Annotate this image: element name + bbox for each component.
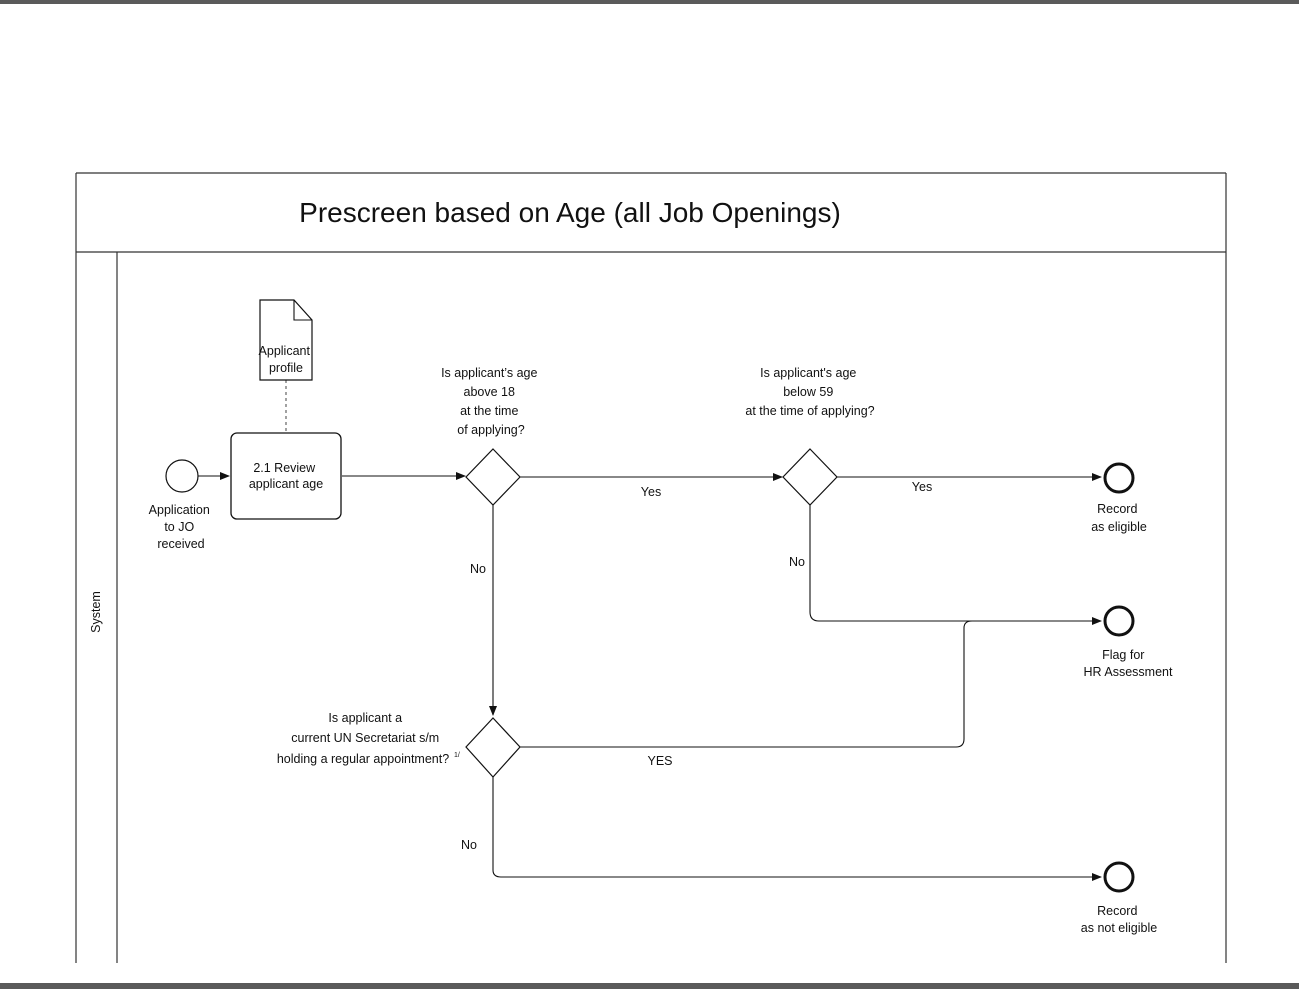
end-not-eligible-label: Record as not eligible bbox=[1081, 904, 1157, 935]
edge-un-no bbox=[492, 777, 1102, 881]
gateway-un-staff bbox=[465, 717, 521, 778]
diagram-title: Prescreen based on Age (all Job Openings… bbox=[299, 197, 841, 228]
applicant-profile-label: Applicant profile bbox=[259, 344, 314, 375]
edge-label-un-no: No bbox=[461, 838, 477, 852]
gateway-un-staff-label: Is applicant a current UN Secretariat s/… bbox=[277, 711, 449, 766]
connectors bbox=[198, 380, 1102, 881]
document-fold bbox=[293, 300, 312, 321]
edge-age59-no bbox=[809, 505, 1102, 625]
pool-frame bbox=[75, 172, 1227, 963]
edge-label-un-yes: YES bbox=[647, 754, 672, 768]
start-event bbox=[165, 459, 199, 493]
edge-label-age18-yes: Yes bbox=[641, 485, 661, 499]
gateway-age-above-18-label: Is applicant’s age above 18 at the time … bbox=[441, 366, 541, 437]
end-eligible-label: Record as eligible bbox=[1091, 502, 1147, 534]
top-border-bar bbox=[0, 0, 1299, 4]
gateway-age-below-59-label: Is applicant's age below 59 at the time … bbox=[745, 366, 874, 418]
gateway-age-below-59 bbox=[782, 448, 838, 506]
footnote-marker: 1/ bbox=[454, 752, 460, 759]
task-review-age bbox=[230, 432, 342, 520]
edge-label-age18-no: No bbox=[470, 562, 486, 576]
end-event-flag-hr bbox=[1103, 605, 1135, 637]
gateway-age-above-18 bbox=[465, 448, 521, 506]
edge-label-age59-no: No bbox=[789, 555, 805, 569]
lane-label: System bbox=[89, 591, 103, 633]
end-event-not-eligible bbox=[1103, 861, 1135, 893]
end-flag-label: Flag for HR Assessment bbox=[1084, 648, 1173, 679]
task-review-age-label: 2.1 Review applicant age bbox=[249, 461, 323, 491]
start-event-label: Application to JO received bbox=[149, 503, 214, 551]
edge-un-yes bbox=[519, 620, 973, 748]
edge-label-age59-yes: Yes bbox=[912, 480, 932, 494]
end-event-eligible bbox=[1103, 462, 1135, 494]
bottom-border-bar bbox=[0, 983, 1299, 989]
